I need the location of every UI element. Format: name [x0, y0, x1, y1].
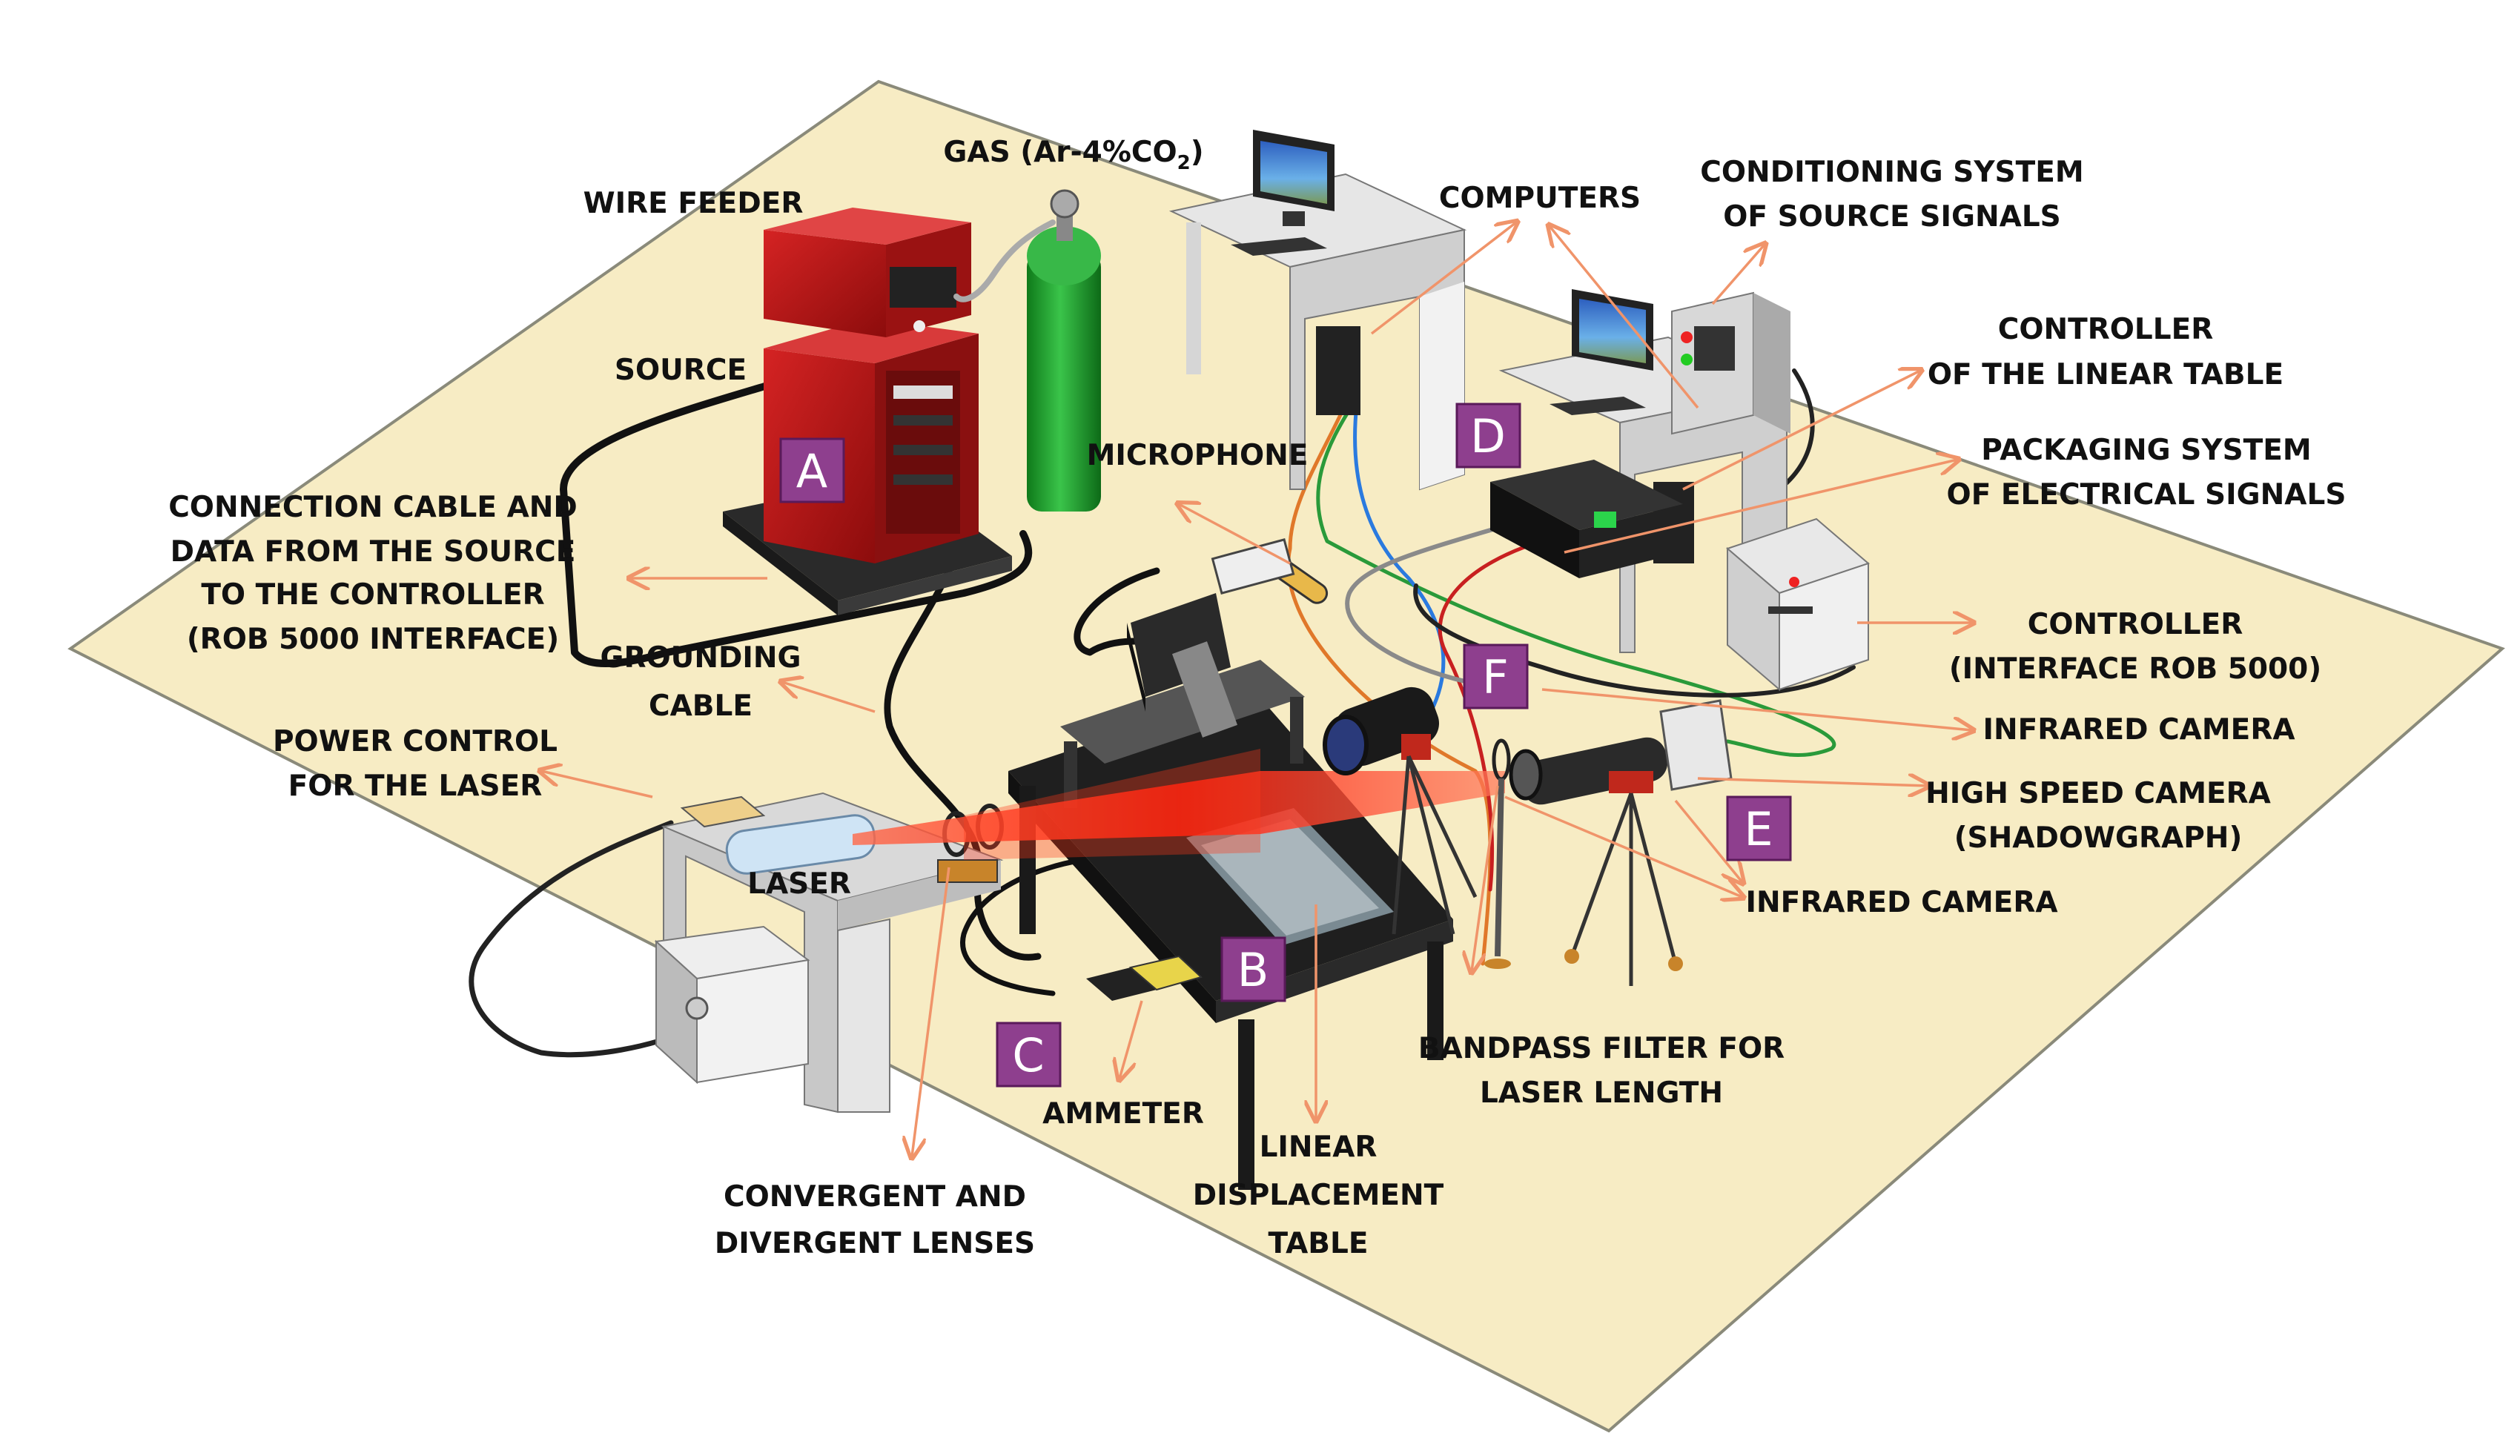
label-connection-4: (ROB 5000 INTERFACE) — [187, 623, 559, 656]
bandpass-filter — [1484, 738, 1511, 969]
controller-cable — [1413, 583, 1856, 698]
ammeter — [1086, 955, 1203, 1001]
label-laser: LASER — [747, 867, 851, 901]
marker-b: B — [1220, 936, 1286, 1002]
marker-c: C — [996, 1022, 1062, 1088]
label-controller-rob-2: (INTERFACE ROB 5000) — [1949, 652, 2321, 686]
marker-a-label: A — [796, 444, 827, 498]
high-speed-camera — [1509, 699, 1733, 986]
label-connection-2: DATA FROM THE SOURCE — [171, 535, 576, 569]
marker-f-label: F — [1482, 650, 1509, 704]
label-connection-3: TO THE CONTROLLER — [201, 578, 544, 612]
label-linear-1: LINEAR — [1260, 1131, 1378, 1164]
label-computers: COMPUTERS — [1439, 182, 1641, 215]
marker-e: E — [1726, 795, 1792, 861]
label-linear-2: DISPLACEMENT — [1193, 1179, 1444, 1212]
laser-beam — [853, 771, 1505, 845]
diagram-labels: GAS (Ar-4%CO2) WIRE FEEDER SOURCE COMPUT… — [168, 136, 2346, 1260]
label-lenses-2: DIVERGENT LENSES — [715, 1227, 1035, 1260]
label-lenses-1: CONVERGENT AND — [724, 1180, 1026, 1214]
label-bandpass-2: LASER LENGTH — [1480, 1076, 1723, 1110]
label-conditioning-2: OF SOURCE SIGNALS — [1723, 200, 2061, 234]
label-controller-linear-1: CONTROLLER — [1998, 313, 2214, 346]
connection-cable — [560, 382, 1033, 667]
gas-cylinder — [953, 189, 1101, 512]
annotation-arrows — [541, 222, 1972, 1156]
label-infrared-bottom: INFRARED CAMERA — [1745, 886, 2057, 919]
grounding-cable — [884, 530, 1042, 961]
label-source: SOURCE — [615, 354, 747, 387]
marker-d: D — [1455, 403, 1521, 469]
label-power-2: FOR THE LASER — [288, 770, 543, 803]
label-microphone: MICROPHONE — [1087, 439, 1309, 472]
welding-gantry — [1060, 593, 1305, 808]
marker-b-label: B — [1237, 943, 1269, 997]
label-grounding-2: CABLE — [649, 689, 753, 723]
conditioning-cabinet — [1671, 291, 1790, 435]
marker-d-label: D — [1470, 409, 1506, 463]
marker-f: F — [1463, 643, 1529, 709]
label-bandpass-1: BANDPASS FILTER FOR — [1418, 1032, 1785, 1065]
label-controller-linear-2: OF THE LINEAR TABLE — [1928, 358, 2283, 391]
computer-desk-1 — [1168, 130, 1467, 491]
infrared-camera-left — [1323, 686, 1478, 935]
label-grounding-1: GROUNDING — [600, 641, 801, 675]
label-ammeter: AMMETER — [1042, 1097, 1204, 1131]
label-infrared-top: INFRARED CAMERA — [1982, 713, 2295, 747]
laser-power-cable — [469, 820, 692, 1058]
label-linear-3: TABLE — [1269, 1227, 1369, 1260]
signal-cable-blue — [1353, 402, 1446, 714]
label-high-speed-2: (SHADOWGRAPH) — [1954, 821, 2243, 855]
label-connection-1: CONNECTION CABLE AND — [168, 491, 578, 524]
signal-cable-red — [1438, 539, 1544, 892]
label-controller-rob-1: CONTROLLER — [2028, 608, 2243, 641]
label-high-speed-1: HIGH SPEED CAMERA — [1925, 777, 2271, 810]
laser-beam-glow — [964, 749, 1260, 860]
label-packaging-1: PACKAGING SYSTEM — [1981, 434, 2311, 467]
label-power-1: POWER CONTROL — [273, 725, 558, 758]
label-packaging-2: OF ELECTRICAL SIGNALS — [1947, 478, 2347, 512]
ammeter-cable — [960, 857, 1085, 996]
label-gas: GAS (Ar-4%CO2) — [943, 136, 1203, 174]
laser-bench — [654, 792, 1004, 1113]
linear-controller-cable — [1777, 368, 1815, 492]
signal-cable-green — [1316, 402, 1836, 758]
marker-c-label: C — [1012, 1028, 1044, 1082]
marker-a: A — [779, 437, 845, 503]
welding-source — [723, 208, 1012, 615]
label-wire-feeder: WIRE FEEDER — [583, 187, 804, 220]
signal-cable-gray — [1345, 517, 1529, 684]
robot-controller-box — [1726, 517, 1870, 692]
label-conditioning-1: CONDITIONING SYSTEM — [1700, 156, 2083, 189]
marker-e-label: E — [1744, 802, 1773, 856]
